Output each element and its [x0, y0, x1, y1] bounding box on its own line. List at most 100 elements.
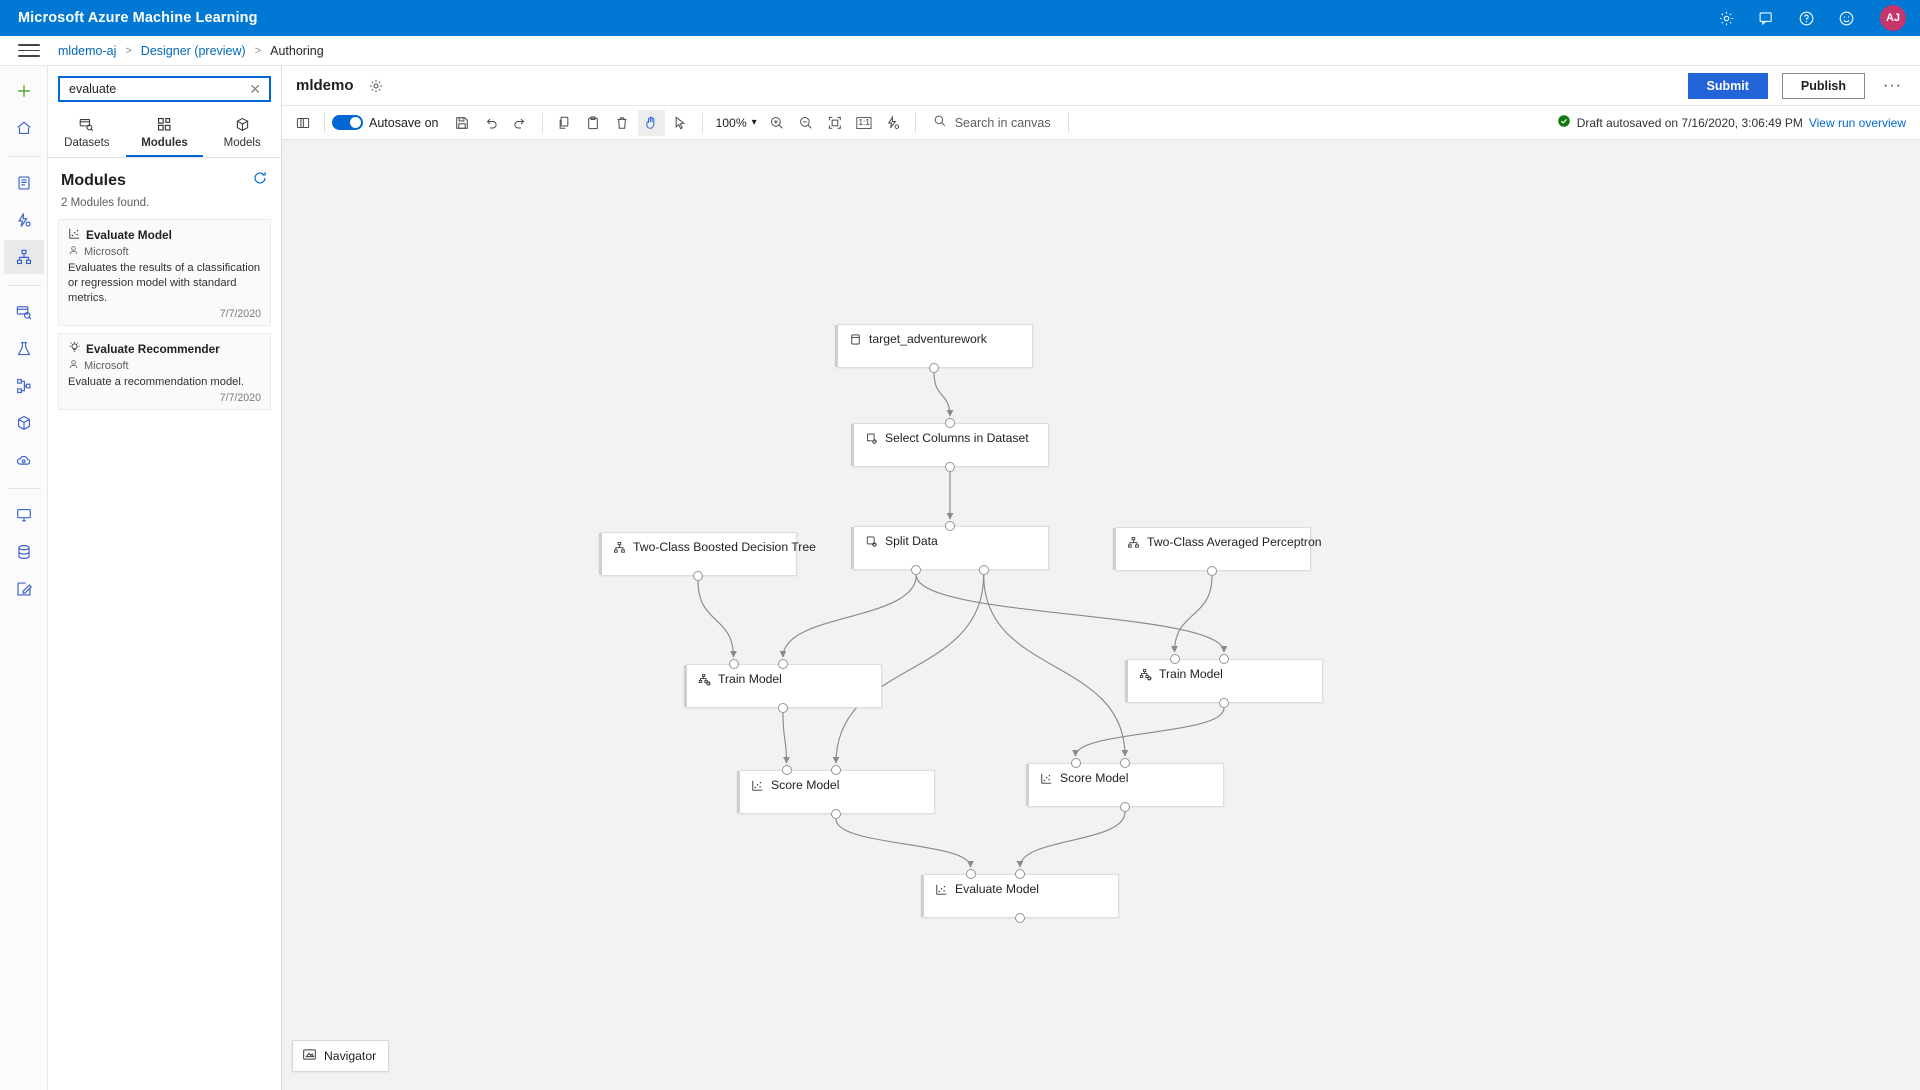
- zoom-level[interactable]: 100% ▾: [710, 116, 763, 130]
- hamburger-menu-icon[interactable]: [18, 40, 40, 62]
- module-author: Microsoft: [84, 246, 129, 258]
- cursor-icon[interactable]: [667, 110, 694, 136]
- list-item[interactable]: Evaluate Model Microsoft Evaluates the r…: [58, 219, 271, 326]
- publish-button[interactable]: Publish: [1781, 72, 1866, 99]
- node-output-port[interactable]: [1207, 566, 1217, 576]
- node-input-port[interactable]: [728, 659, 739, 669]
- trash-icon[interactable]: [609, 110, 636, 136]
- feedback-icon[interactable]: [1756, 8, 1776, 28]
- submit-button[interactable]: Submit: [1687, 72, 1768, 99]
- refresh-icon[interactable]: [252, 170, 268, 191]
- navigator-button[interactable]: Navigator: [292, 1040, 390, 1072]
- compute-icon[interactable]: [4, 498, 44, 532]
- node-output-port[interactable]: [978, 565, 989, 575]
- canvas-node[interactable]: Two-Class Averaged Perceptron: [1113, 527, 1322, 571]
- node-label: Score Model: [771, 778, 840, 792]
- canvas-node[interactable]: target_adventurework: [835, 324, 1033, 368]
- module-title: Evaluate Model: [86, 228, 172, 242]
- node-output-port[interactable]: [945, 462, 955, 472]
- home-icon[interactable]: [4, 111, 44, 145]
- node-label: Evaluate Model: [955, 882, 1040, 896]
- asset-panel: ✕ Datasets Modules Models: [48, 66, 282, 1090]
- side-panel-icon[interactable]: [289, 110, 316, 136]
- breadcrumb-separator-1: >: [125, 44, 132, 57]
- list-item[interactable]: Evaluate Recommender Microsoft Evaluate …: [58, 332, 271, 410]
- node-accent-bar: [684, 665, 687, 707]
- canvas-search[interactable]: Search in canvas: [923, 114, 1061, 131]
- node-output-port[interactable]: [929, 363, 939, 373]
- navigator-icon: [302, 1047, 317, 1065]
- experiments-icon[interactable]: [4, 332, 44, 366]
- canvas-node[interactable]: Score Model: [1026, 763, 1224, 807]
- hand-icon[interactable]: [637, 109, 665, 136]
- notebooks-icon[interactable]: [4, 166, 44, 200]
- undo-icon[interactable]: [478, 110, 505, 136]
- search-wrapper: ✕: [48, 66, 281, 110]
- breadcrumb-designer[interactable]: Designer (preview): [140, 43, 246, 58]
- smiley-icon[interactable]: [1836, 8, 1856, 28]
- save-icon[interactable]: [449, 110, 476, 136]
- endpoints-icon[interactable]: [4, 443, 44, 477]
- datasets-icon[interactable]: [4, 295, 44, 329]
- models-icon[interactable]: [4, 406, 44, 440]
- rail-divider-2: [6, 285, 41, 286]
- view-run-overview-link[interactable]: View run overview: [1808, 115, 1906, 130]
- gear-icon[interactable]: [368, 78, 384, 94]
- search-box[interactable]: ✕: [58, 76, 271, 102]
- redo-icon[interactable]: [507, 110, 534, 136]
- canvas-node[interactable]: Split Data: [851, 526, 1049, 570]
- node-input-port[interactable]: [831, 765, 841, 775]
- pipelines-icon[interactable]: [4, 369, 44, 403]
- node-input-port[interactable]: [1120, 758, 1130, 768]
- search-input[interactable]: [67, 81, 246, 97]
- tab-datasets[interactable]: Datasets: [48, 110, 126, 157]
- node-input-port[interactable]: [945, 521, 955, 531]
- node-input-port[interactable]: [781, 765, 792, 775]
- canvas-node[interactable]: Train Model: [684, 664, 882, 708]
- node-input-port[interactable]: [1070, 758, 1081, 768]
- help-icon[interactable]: [1796, 8, 1816, 28]
- canvas-node[interactable]: Score Model: [737, 770, 935, 814]
- sidebar-item-designer[interactable]: [3, 240, 44, 274]
- auto-layout-icon[interactable]: [880, 110, 907, 136]
- fit-to-screen-icon[interactable]: [822, 110, 849, 136]
- node-input-port[interactable]: [778, 659, 788, 669]
- tab-models[interactable]: Models: [203, 110, 281, 157]
- zoom-out-icon[interactable]: [793, 110, 820, 136]
- node-accent-bar: [1125, 660, 1128, 702]
- automated-ml-icon[interactable]: [4, 203, 44, 237]
- zoom-in-icon[interactable]: [764, 110, 791, 136]
- node-input-port[interactable]: [965, 869, 976, 879]
- datastores-icon[interactable]: [4, 535, 44, 569]
- node-output-port[interactable]: [1219, 698, 1229, 708]
- node-input-port[interactable]: [1219, 654, 1229, 664]
- tab-models-label: Models: [223, 137, 261, 149]
- clear-search-icon[interactable]: ✕: [249, 80, 261, 97]
- node-input-port[interactable]: [1015, 869, 1025, 879]
- node-output-port[interactable]: [693, 571, 703, 581]
- new-icon[interactable]: [4, 74, 44, 108]
- autosave-toggle[interactable]: [332, 115, 363, 130]
- canvas-node[interactable]: Evaluate Model: [921, 874, 1119, 918]
- canvas-node[interactable]: Two-Class Boosted Decision Tree: [599, 532, 816, 576]
- avatar[interactable]: AJ: [1880, 5, 1906, 31]
- labeling-icon[interactable]: [4, 572, 44, 606]
- canvas-node[interactable]: Train Model: [1125, 659, 1323, 703]
- node-output-port[interactable]: [778, 703, 788, 713]
- paste-icon[interactable]: [580, 110, 607, 136]
- node-output-port[interactable]: [831, 809, 841, 819]
- actual-size-icon[interactable]: 1:1: [851, 110, 878, 136]
- node-output-port[interactable]: [1015, 913, 1025, 923]
- node-output-port[interactable]: [1120, 802, 1130, 812]
- canvas-node[interactable]: Select Columns in Dataset: [851, 423, 1049, 467]
- node-input-port[interactable]: [1169, 654, 1180, 664]
- breadcrumb-workspace[interactable]: mldemo-aj: [58, 43, 117, 58]
- copy-icon[interactable]: [551, 110, 578, 136]
- node-output-port[interactable]: [911, 565, 922, 575]
- algorithm-icon: [1126, 535, 1140, 549]
- more-options-icon[interactable]: ···: [1883, 76, 1902, 94]
- gear-icon[interactable]: [1716, 8, 1736, 28]
- node-input-port[interactable]: [945, 418, 955, 428]
- tab-modules[interactable]: Modules: [125, 110, 204, 157]
